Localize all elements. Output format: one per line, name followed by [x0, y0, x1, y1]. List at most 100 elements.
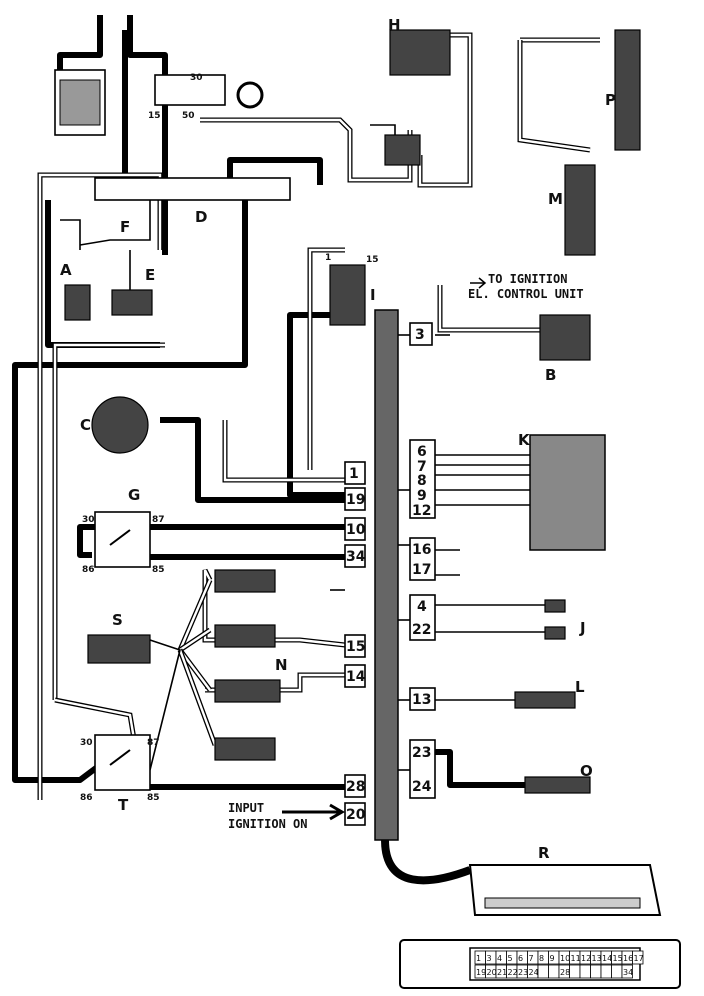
component-h-icon	[389, 29, 451, 76]
relay-t-icon	[94, 734, 151, 791]
test-connector-top-label: 17	[634, 954, 644, 963]
test-connector-top-label: 3	[487, 954, 492, 963]
ignition-note-line2: EL. CONTROL UNIT	[468, 287, 584, 301]
label-l: L	[575, 678, 585, 696]
pin-22: 22	[412, 622, 431, 638]
label-b: B	[545, 366, 556, 384]
pin-12: 12	[412, 503, 431, 519]
label-m: M	[548, 190, 563, 208]
t-87: 87	[147, 738, 160, 748]
pin-9: 9	[417, 488, 427, 504]
test-connector-top-label: 11	[571, 954, 581, 963]
g-86: 86	[82, 565, 95, 575]
g-87: 87	[152, 515, 165, 525]
label-f: F	[120, 218, 130, 236]
pin-23: 23	[412, 745, 431, 761]
g-85: 85	[152, 565, 165, 575]
label-n: N	[275, 656, 288, 674]
pin-19: 19	[346, 492, 365, 508]
pin-17: 17	[412, 562, 431, 578]
t-85: 85	[147, 793, 160, 803]
test-connector-top-label: 15	[613, 954, 623, 963]
test-connector-top-label: 7	[529, 954, 534, 963]
valve-icon	[384, 134, 421, 166]
pin-7: 7	[417, 459, 427, 475]
component-j-icon-1	[544, 599, 566, 613]
pin-13: 13	[412, 692, 431, 708]
label-g: G	[128, 486, 140, 504]
pin-1: 1	[349, 466, 359, 482]
g-30: 30	[82, 515, 95, 525]
test-connector-bottom-cell	[579, 964, 591, 979]
component-b-icon	[539, 314, 591, 361]
test-connector-bottom-cell	[621, 964, 633, 979]
input-note-line2: IGNITION ON	[228, 817, 307, 831]
label-i: I	[370, 286, 376, 304]
test-connector-top-label: 1	[476, 954, 481, 963]
harness-pins-right: 3 6 7 8 9 12 16 17 4 22 13 23 24	[409, 322, 436, 799]
t-86: 86	[80, 793, 93, 803]
label-j: J	[579, 619, 586, 637]
test-connector-bottom-label: 22	[508, 968, 518, 977]
test-connector-bottom-label: 28	[560, 968, 570, 977]
test-connector-bottom-cell	[569, 964, 581, 979]
pin-10: 10	[346, 522, 366, 538]
pin-14: 14	[346, 669, 366, 685]
test-connector-top-cell	[632, 950, 644, 965]
main-harness	[374, 309, 399, 841]
test-connector-bottom-label: 20	[487, 968, 497, 977]
label-t: T	[118, 796, 129, 814]
component-j-icon-2	[544, 626, 566, 640]
pin-20: 20	[346, 807, 366, 823]
injectors-icon	[214, 569, 281, 761]
test-connector-bottom-label: 23	[518, 968, 528, 977]
component-a-icon	[64, 284, 91, 321]
component-e-icon	[111, 289, 153, 316]
relay-g-icon	[94, 511, 151, 568]
input-arrow-icon	[282, 803, 345, 821]
sw-30: 30	[190, 73, 203, 83]
test-connector-top-label: 14	[602, 954, 612, 963]
test-connector-bottom-label: 21	[497, 968, 507, 977]
test-connector-bottom-cell	[548, 964, 560, 979]
ignition-note-line1: TO IGNITION	[488, 272, 567, 286]
test-connector-top-label: 6	[518, 954, 523, 963]
test-connector-bottom-label: 34	[623, 968, 633, 977]
component-p-icon	[614, 29, 641, 151]
test-connector-bottom-cell	[600, 964, 612, 979]
heavy-wires	[12, 15, 525, 790]
pin-4: 4	[417, 599, 427, 615]
ignition-lock	[236, 81, 264, 109]
pin-28: 28	[346, 779, 365, 795]
test-connector-bottom-cell	[590, 964, 602, 979]
test-connector-top-label: 4	[497, 954, 502, 963]
test-connector-top-label: 12	[581, 954, 591, 963]
label-e: E	[145, 266, 155, 284]
harness-pins-left: 1 19 10 34 15 14 28 20	[344, 461, 366, 826]
test-connector-top-label: 8	[539, 954, 544, 963]
harness-tail	[381, 839, 472, 885]
relay-t-switch	[109, 749, 131, 766]
label-c: C	[80, 416, 91, 434]
t-30: 30	[80, 738, 93, 748]
test-connector-bottom-label: 19	[476, 968, 486, 977]
label-p: P	[605, 91, 616, 109]
test-connector-bottom-cell	[537, 964, 549, 979]
component-s-icon	[87, 634, 151, 664]
label-d: D	[195, 208, 207, 226]
label-a: A	[60, 261, 72, 279]
relay-g-switch	[109, 529, 131, 546]
pin-6: 6	[417, 444, 427, 460]
label-o: O	[580, 762, 593, 780]
component-o-icon	[524, 776, 591, 794]
sw-15: 15	[148, 111, 161, 121]
fuse-box-icon	[94, 177, 291, 201]
pin-24: 24	[412, 779, 432, 795]
component-k-icon	[529, 434, 606, 551]
pin-34: 34	[346, 549, 366, 565]
test-connector-top-label: 13	[592, 954, 602, 963]
component-l-icon	[514, 691, 576, 709]
test-connector-bottom-label: 24	[529, 968, 539, 977]
